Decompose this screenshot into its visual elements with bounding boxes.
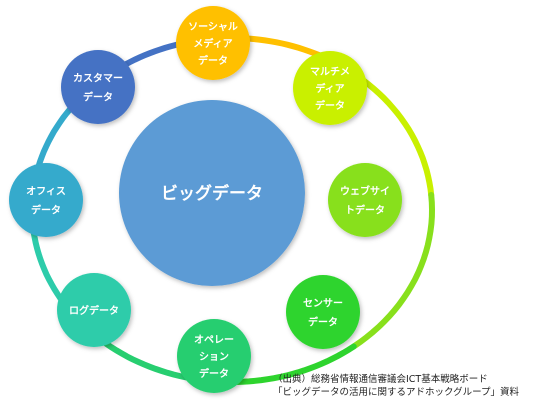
center-circle xyxy=(119,100,305,286)
node-label: カスタマー xyxy=(73,73,123,85)
node-circle xyxy=(57,273,131,347)
node-circle xyxy=(286,275,360,349)
node-log: ログデータ xyxy=(57,273,131,347)
center-node: ビッグデータ xyxy=(119,100,305,286)
node-circle xyxy=(177,319,251,393)
node-label: ディア xyxy=(315,82,344,95)
node-circle xyxy=(293,51,367,125)
node-label: データ xyxy=(31,204,61,217)
node-label: データ xyxy=(199,367,229,380)
ring-segment xyxy=(350,192,436,350)
node-circle xyxy=(328,163,402,237)
node-label: データ xyxy=(308,316,338,329)
node-label: オフィス xyxy=(26,186,66,198)
node-circle xyxy=(61,50,135,124)
node-label: オペレー xyxy=(194,334,234,346)
node-label: メディア xyxy=(193,37,232,50)
node-label: データ xyxy=(315,99,345,112)
center-label: ビッグデータ xyxy=(161,183,263,204)
source-line-2: 「ビッグデータの活用に関するアドホックグループ」資料 xyxy=(273,387,520,398)
node-label: ソーシャル xyxy=(188,21,238,33)
node-label: ログデータ xyxy=(69,304,119,317)
node-circle xyxy=(9,163,83,237)
ring-segment xyxy=(342,65,435,198)
satellite-nodes: ソーシャルメディアデータマルチメディアデータウェブサイトデータセンサーデータオペ… xyxy=(9,6,402,393)
node-label: ウェブサイ xyxy=(340,185,390,198)
source-citation: （出典）総務省情報通信審議会ICT基本戦略ボード 「ビッグデータの活用に関するア… xyxy=(273,373,549,399)
node-label: トデータ xyxy=(345,204,385,217)
node-label: データ xyxy=(83,91,113,104)
source-line-1: （出典）総務省情報通信審議会ICT基本戦略ボード xyxy=(273,374,488,385)
node-label: センサー xyxy=(303,298,343,310)
node-circle xyxy=(176,6,250,80)
node-label: データ xyxy=(198,54,228,67)
node-label: マルチメ xyxy=(310,66,350,78)
node-label: ション xyxy=(199,351,229,363)
